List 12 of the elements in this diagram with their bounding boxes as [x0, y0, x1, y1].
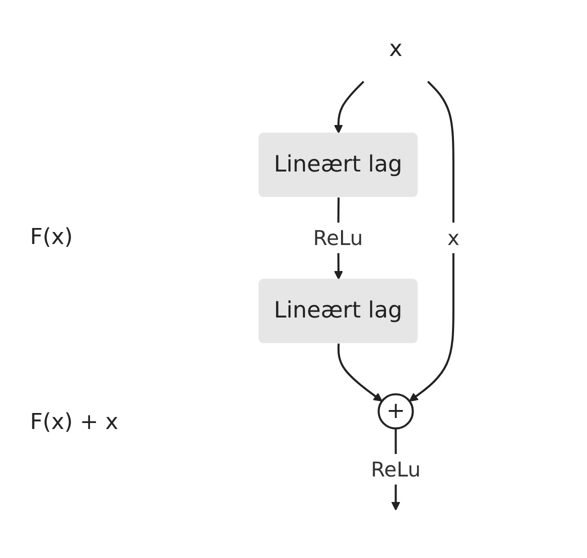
arrow: [336, 344, 382, 402]
node-box: Lineært lag: [258, 132, 418, 198]
annotation-label: F(x) + x: [30, 410, 118, 435]
annotation-label: F(x): [30, 225, 73, 250]
arrow: [408, 80, 454, 402]
edge-label: ReLu: [370, 457, 420, 482]
arrow: [333, 80, 364, 134]
edge-label: x: [446, 226, 459, 250]
node-box: Lineært lag: [258, 278, 418, 344]
node-text: x: [388, 36, 402, 62]
node-circle: +: [377, 393, 414, 430]
edge-label: ReLu: [312, 226, 363, 250]
